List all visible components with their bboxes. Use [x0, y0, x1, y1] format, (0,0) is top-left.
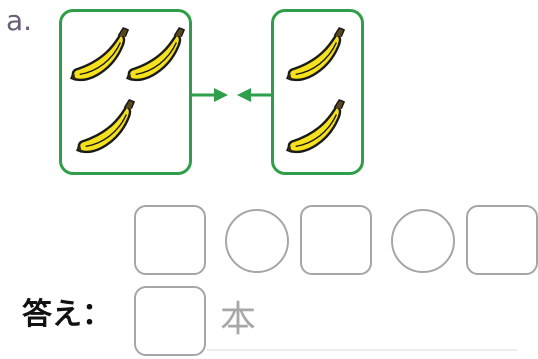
- problem-label: a.: [6, 4, 33, 37]
- banana-icon: [285, 98, 346, 154]
- right-banana-group: [271, 9, 364, 175]
- banana-icon: [125, 26, 186, 82]
- operator-circle-1[interactable]: [225, 209, 289, 273]
- answer-underline: [207, 349, 517, 351]
- answer-label: 答え：: [22, 297, 112, 332]
- banana-icon: [75, 98, 136, 154]
- answer-box[interactable]: [134, 286, 206, 356]
- arrow-left-icon: [237, 88, 271, 102]
- unit-label: 本: [220, 299, 257, 340]
- operator-circle-2[interactable]: [391, 209, 455, 273]
- arrow-right-icon: [192, 88, 228, 102]
- number-box-2[interactable]: [300, 205, 372, 275]
- number-box-1[interactable]: [134, 205, 206, 275]
- number-box-3[interactable]: [466, 205, 538, 275]
- banana-icon: [285, 26, 346, 82]
- left-banana-group: [59, 9, 192, 175]
- banana-icon: [69, 26, 130, 82]
